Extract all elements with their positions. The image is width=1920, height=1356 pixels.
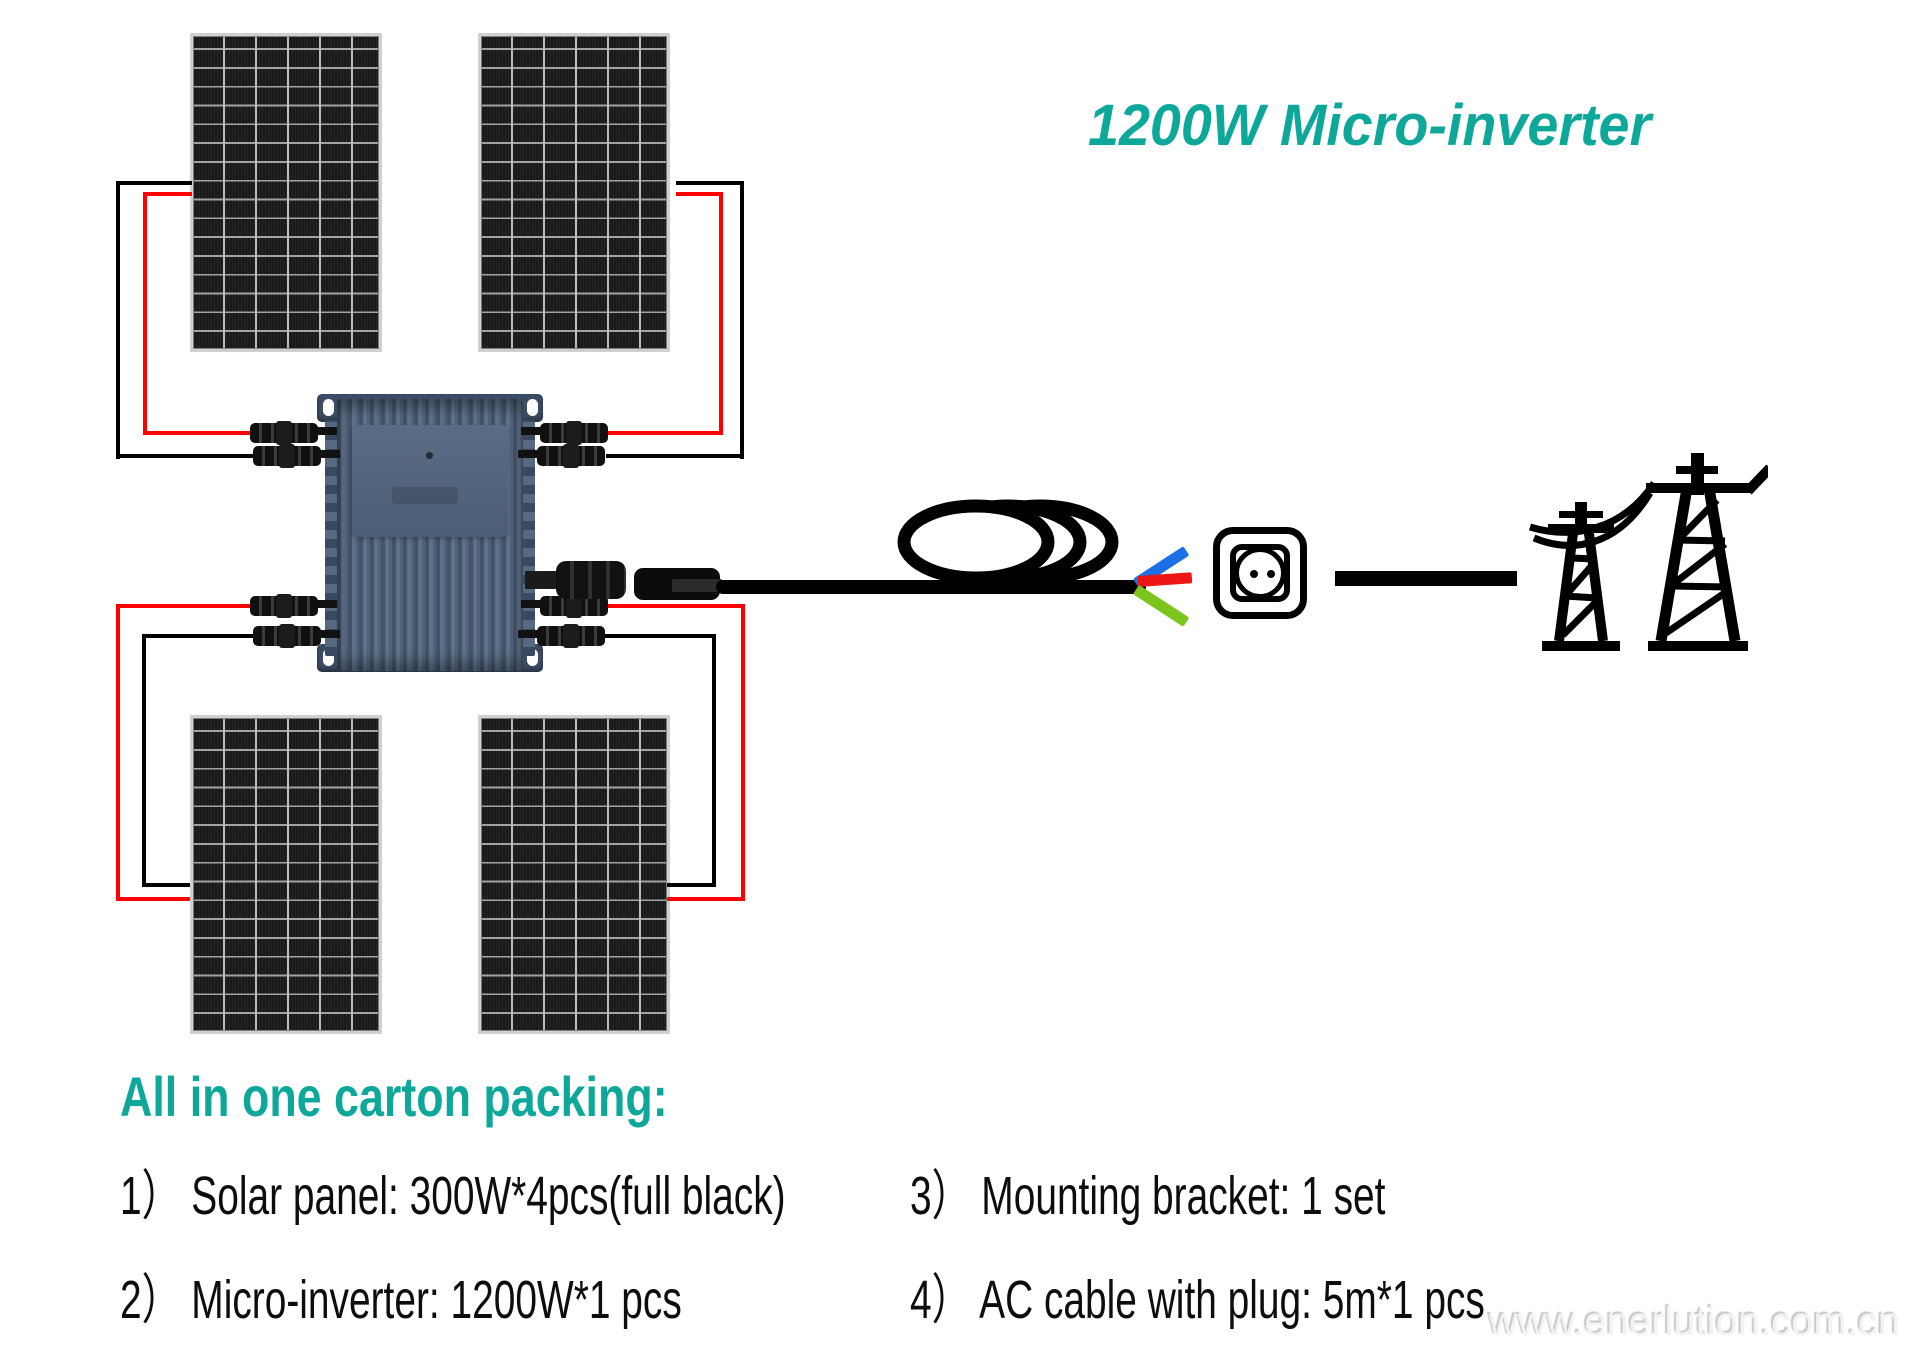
dc-positive-wire	[143, 431, 254, 435]
mc4-nut	[566, 594, 582, 618]
dc-negative-wire	[601, 634, 716, 638]
mc4-connector	[253, 624, 340, 648]
dc-negative-wire	[142, 883, 190, 887]
mounting-hole	[323, 649, 334, 666]
mc4-nut	[563, 444, 579, 468]
solar-panel-top-left	[190, 33, 382, 352]
mounting-hole	[527, 649, 538, 666]
dc-positive-wire	[667, 897, 745, 901]
dc-negative-wire	[712, 634, 716, 887]
dc-positive-wire	[741, 604, 745, 901]
mc4-stem	[518, 630, 538, 638]
dc-positive-wire	[676, 192, 723, 196]
dc-positive-wire	[116, 604, 252, 608]
mc4-stem	[317, 427, 337, 435]
dc-positive-wire	[116, 897, 190, 901]
mc4-stem	[521, 600, 541, 608]
ac-output-stub	[525, 571, 559, 589]
dc-negative-wire	[116, 454, 258, 458]
packing-heading: All in one carton packing:	[120, 1065, 668, 1128]
page-title: 1200W Micro-inverter	[1088, 93, 1652, 158]
mc4-stem	[518, 450, 538, 458]
mc4-nut	[566, 421, 582, 445]
mc4-stem	[320, 450, 340, 458]
mounting-hole	[323, 399, 334, 416]
packing-item-1: 1） Solar panel: 300W*4pcs(full black)	[120, 1166, 786, 1226]
solar-panel-bottom-left	[190, 715, 382, 1034]
socket-frame	[1230, 544, 1290, 602]
dc-negative-wire	[142, 634, 146, 887]
watermark: www.enerlution.com.cn	[1488, 1300, 1900, 1344]
ac-neutral-wire	[1137, 572, 1193, 587]
socket-receptacle	[1234, 547, 1286, 599]
mc4-stem	[521, 427, 541, 435]
packing-item-3: 3） Mounting bracket: 1 set	[910, 1166, 1386, 1226]
mc4-connector	[250, 594, 337, 618]
inverter-led	[426, 452, 433, 459]
dc-negative-wire	[116, 181, 120, 459]
dc-positive-wire	[116, 604, 120, 901]
mc4-nut	[563, 624, 579, 648]
socket-pin-hole	[1267, 570, 1275, 578]
mc4-connector	[253, 444, 340, 468]
ac-cable-plug-tab	[672, 579, 722, 592]
mc4-nut	[279, 624, 295, 648]
socket-pin-hole	[1250, 570, 1258, 578]
heatsink-edge	[523, 420, 535, 656]
dc-positive-wire	[143, 192, 192, 196]
dc-negative-wire	[116, 181, 192, 185]
packing-item-2: 2） Micro-inverter: 1200W*1 pcs	[120, 1270, 682, 1330]
dc-negative-wire	[676, 181, 744, 185]
wall-socket-icon	[1213, 527, 1307, 619]
ac-output-connector	[556, 561, 626, 599]
mc4-stem	[317, 600, 337, 608]
solar-panel-top-right	[478, 33, 670, 352]
mounting-hole	[527, 399, 538, 416]
dc-negative-wire	[667, 883, 716, 887]
dc-positive-wire	[604, 604, 745, 608]
mc4-nut	[276, 594, 292, 618]
dc-positive-wire	[608, 431, 723, 435]
mc4-nut	[276, 421, 292, 445]
dc-negative-wire	[606, 454, 744, 458]
power-grid-towers-icon	[1528, 453, 1768, 651]
mc4-connector	[518, 624, 605, 648]
inverter-front-face	[352, 425, 508, 537]
mc4-connector	[521, 594, 608, 618]
mc4-connector	[250, 421, 337, 445]
heatsink-edge	[325, 420, 337, 656]
solar-panel-bottom-right	[478, 715, 670, 1034]
grid-connection-line	[1335, 571, 1517, 586]
ac-earth-wire	[1133, 584, 1190, 627]
dc-positive-wire	[143, 192, 147, 435]
mc4-connector	[521, 421, 608, 445]
packing-item-4: 4） AC cable with plug: 5m*1 pcs	[910, 1270, 1485, 1330]
mc4-connector	[518, 444, 605, 468]
dc-negative-wire	[142, 634, 256, 638]
dc-negative-wire	[740, 181, 744, 459]
inverter-label-area	[392, 487, 458, 504]
mc4-stem	[320, 630, 340, 638]
ac-cable-coil	[897, 499, 1119, 585]
dc-positive-wire	[719, 192, 723, 435]
mc4-nut	[279, 444, 295, 468]
